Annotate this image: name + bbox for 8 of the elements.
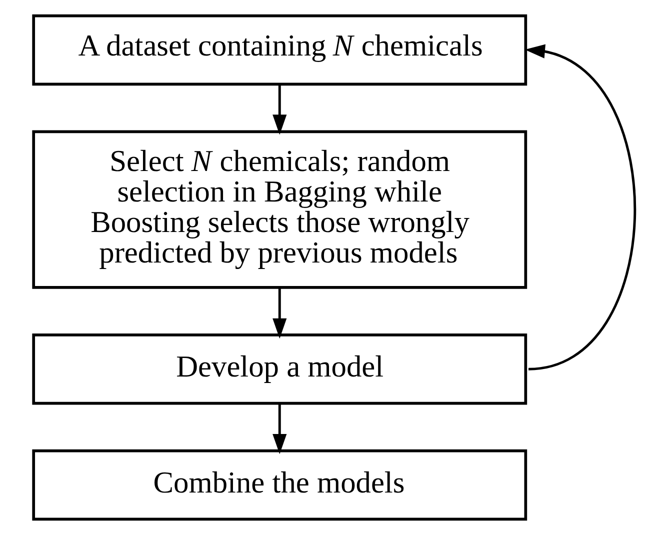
node-box: Develop a model [32,334,528,405]
node-box: A dataset containing N chemicals [32,14,528,86]
node-box: Select N chemicals; random selection in Bagging while Boosting selects those wrongly predicted by previous models [32,130,528,289]
arrow [272,288,287,339]
arrow [524,44,636,370]
arrow [272,403,287,454]
arrow [272,84,287,135]
node-box: Combine the models [32,449,528,521]
